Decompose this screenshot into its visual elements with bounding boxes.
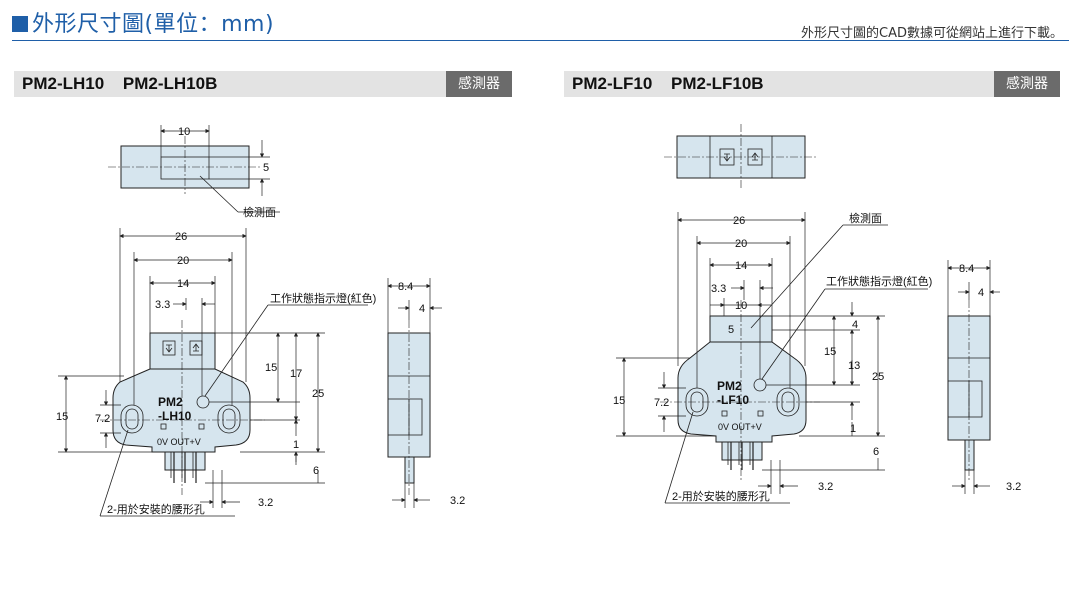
lf10-dim-6: 6 [873,446,879,458]
lf10-dim-14: 14 [735,260,747,272]
lf10-dim-4: 4 [852,319,858,331]
lh10-dim-14: 14 [177,278,189,290]
lh10-dim-7.2: 7.2 [95,413,110,425]
lf10-dim-side-8.4: 8.4 [959,263,974,275]
lh10-dim-25: 25 [312,388,324,400]
lf10-dim-side-4: 4 [978,287,984,299]
lh10-dim-front-3.2: 3.2 [258,497,273,509]
model-name-lh10: PM2-LH10 PM2-LH10B [22,74,218,93]
page-title-text: 外形尺寸圖(單位：mm) [32,12,275,37]
lf10-dim-25: 25 [872,371,884,383]
lh10-dim-6: 6 [313,465,319,477]
sensor-tag-lh10: 感測器 [446,71,512,97]
lh10-holes-label: 2-用於安裝的腰形孔 [107,502,205,516]
lf10-dim-20: 20 [735,238,747,250]
lh10-dim-20: 20 [177,255,189,267]
lh10-dim-5: 5 [263,162,269,174]
title-rule [12,40,1069,41]
lf10-holes-label: 2-用於安裝的腰形孔 [672,489,770,503]
lh10-body-label-1: PM2 [158,395,183,409]
lf10-face-label: 檢測面 [849,211,882,225]
lf10-dim-3.3: 3.3 [711,283,726,295]
lh10-dim-3.3: 3.3 [155,299,170,311]
sensor-tag-lf10: 感測器 [994,71,1060,97]
page-title: 外形尺寸圖(單位：mm) [12,6,274,38]
title-square-icon [12,16,28,32]
lh10-body-label-2: -LH10 [158,409,192,423]
section-header-lh10: PM2-LH10 PM2-LH10B 感測器 [14,71,512,97]
lf10-dim-front-3.2: 3.2 [818,481,833,493]
lf10-dim-side-3.2: 3.2 [1006,481,1021,493]
lh10-dim-15b: 15 [56,411,68,423]
lh10-face-label: 檢測面 [243,205,276,219]
lf10-wire-label: 0V OUT+V [718,422,762,432]
lf10-dim-15a: 15 [824,346,836,358]
cad-download-note: 外形尺寸圖的CAD數據可從網站上進行下載。 [801,26,1063,41]
lh10-dim-17: 17 [290,368,302,380]
lf10-body-label-2: -LF10 [717,393,749,407]
section-header-lf10: PM2-LF10 PM2-LF10B 感測器 [564,71,1060,97]
lh10-side-view [387,278,442,508]
lh10-dim-1: 1 [293,439,299,451]
lf10-dim-15b: 15 [613,395,625,407]
lf10-dim-7.2: 7.2 [654,397,669,409]
lh10-dim-side-3.2: 3.2 [450,495,465,507]
lf10-dim-13: 13 [848,360,860,372]
lf10-dim-26: 26 [733,215,745,227]
lh10-indicator-label: 工作狀態指示燈(紅色) [270,291,376,305]
lh10-wire-label: 0V OUT+V [157,437,201,447]
lf10-dim-1: 1 [850,423,856,435]
lf10-dim-10: 10 [735,300,747,312]
lf10-top-view [664,124,818,190]
lh10-dim-side-8.4: 8.4 [398,281,413,293]
lh10-dim-15a: 15 [265,362,277,374]
lh10-dim-26: 26 [175,231,187,243]
lh10-top-view [108,125,280,213]
lf10-dim-5: 5 [728,324,734,336]
lh10-dim-side-4: 4 [419,303,425,315]
lf10-indicator-label: 工作狀態指示燈(紅色) [826,274,932,288]
model-name-lf10: PM2-LF10 PM2-LF10B [572,74,764,93]
lf10-front-view [616,212,928,504]
lf10-side-view [947,260,1000,494]
lh10-dim-10: 10 [178,126,190,138]
lh10-front-view [58,228,368,517]
lf10-body-label-1: PM2 [717,379,742,393]
